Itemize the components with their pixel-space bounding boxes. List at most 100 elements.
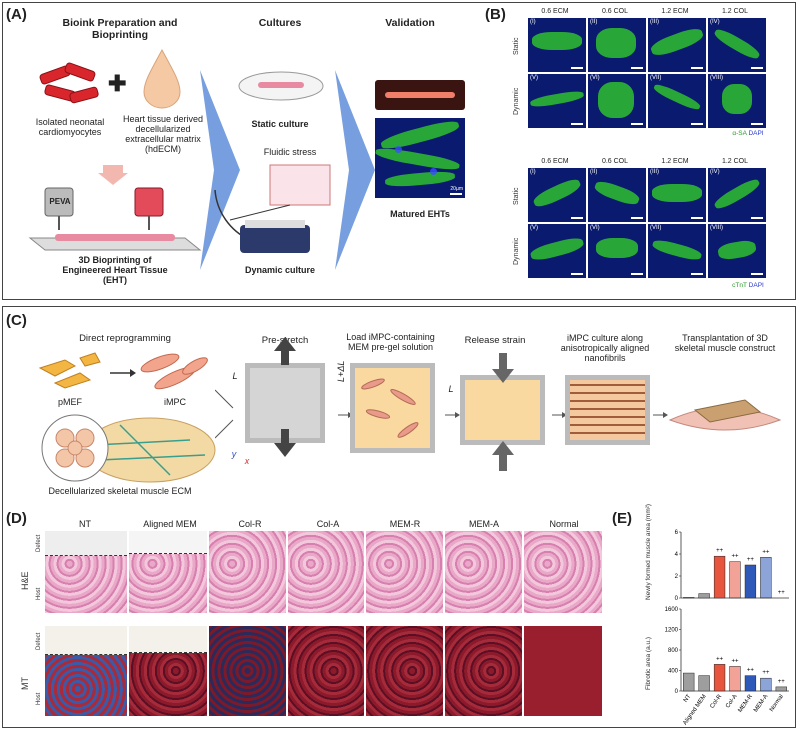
process-arrows bbox=[215, 389, 668, 439]
bar-mem-a bbox=[760, 557, 772, 599]
bioprint-caption: 3D Bioprinting of Engineered Heart Tissu… bbox=[62, 255, 168, 285]
he-img-memr bbox=[366, 531, 443, 613]
b1-img-4: (IV) bbox=[708, 18, 766, 72]
b2-col-4: 1.2 COL bbox=[721, 158, 749, 165]
d-col-2: Aligned MEM bbox=[143, 519, 197, 529]
blue-arrow-2 bbox=[335, 70, 375, 270]
pregel-frame bbox=[350, 363, 435, 453]
b2-row-dynamic: Dynamic bbox=[513, 237, 520, 265]
b2-img-1: (I) bbox=[528, 168, 586, 222]
bar-mem-a bbox=[760, 677, 772, 692]
scale-label: 20µm bbox=[450, 186, 463, 192]
peva-label: PEVA bbox=[49, 197, 71, 206]
b2-img-7: (VII) bbox=[648, 224, 706, 278]
significance-label: ++ bbox=[716, 548, 724, 554]
bar-nt bbox=[683, 597, 695, 599]
significance-label: ++ bbox=[762, 549, 770, 555]
x-tick-label: MEM-R bbox=[737, 693, 754, 714]
L-label-2: L bbox=[448, 384, 454, 394]
x-tick-label: NT bbox=[683, 693, 693, 703]
x-axis-label: x bbox=[244, 456, 250, 466]
bioprinter-illustration bbox=[28, 187, 202, 251]
y-tick-label: 4 bbox=[675, 552, 679, 558]
d-col-7: Normal bbox=[549, 519, 579, 529]
b2-img-2: (II) bbox=[588, 168, 646, 222]
b2-img-3: (III) bbox=[648, 168, 706, 222]
bar-mem-r bbox=[744, 564, 757, 599]
panel-a-label: (A) bbox=[6, 6, 27, 23]
d-host-2: Host bbox=[36, 692, 42, 705]
y-tick-label: 1200 bbox=[665, 628, 679, 634]
b1-img-5: (V) bbox=[528, 74, 586, 128]
b2-col-2: 0.6 COL bbox=[601, 158, 629, 165]
petri-dish-icon bbox=[238, 71, 324, 101]
panel-a-heading2: Cultures bbox=[258, 17, 302, 29]
ecm-caption: Heart tissue derived decellularized extr… bbox=[122, 114, 204, 154]
he-img-colr bbox=[209, 531, 286, 613]
mt-img-normal bbox=[524, 626, 602, 716]
y-tick-label: 0 bbox=[675, 596, 679, 602]
b2-img-4: (IV) bbox=[708, 168, 766, 222]
blue-arrow-1 bbox=[200, 70, 240, 270]
x-tick-label: MEM-A bbox=[753, 694, 769, 714]
panel-c-label: (C) bbox=[6, 312, 27, 329]
d-col-4: Col-A bbox=[316, 519, 340, 529]
b1-row-dynamic: Dynamic bbox=[513, 87, 520, 115]
x-tick-label: Col-R bbox=[709, 693, 723, 710]
b2-legend: cTnT DAPI bbox=[732, 282, 764, 289]
significance-label: ++ bbox=[747, 668, 755, 674]
he-img-mema bbox=[445, 531, 522, 613]
panel-d-label: (D) bbox=[6, 510, 27, 527]
mt-img-memr bbox=[366, 626, 443, 716]
d-row-mt: MT bbox=[20, 677, 30, 690]
panel-a-heading1: Bioink Preparation and Bioprinting bbox=[62, 17, 178, 41]
significance-label: ++ bbox=[731, 658, 739, 664]
y-tick-label: 1600 bbox=[665, 607, 679, 613]
significance-label: ++ bbox=[716, 656, 724, 662]
d-row-he: H&E bbox=[20, 571, 30, 590]
decellularized-label: Decellularized skeletal muscle ECM bbox=[48, 486, 192, 496]
plus-icon: ✚ bbox=[108, 71, 127, 96]
significance-label: ++ bbox=[731, 554, 739, 560]
b1-col-3: 1.2 ECM bbox=[661, 8, 689, 15]
x-tick-label: Col-A bbox=[725, 694, 739, 710]
eht-fluorescence-image: 20µm bbox=[375, 118, 465, 198]
bar-col-a bbox=[729, 666, 741, 692]
pmef-label: pMEF bbox=[57, 397, 82, 407]
d-defect-2: Defect bbox=[36, 632, 42, 650]
panel-ab-frame bbox=[2, 2, 796, 300]
muscle-construct-icon bbox=[668, 399, 782, 431]
mt-img-aligned bbox=[129, 626, 207, 716]
panel-e-label: (E) bbox=[612, 510, 632, 527]
ecm-droplet-icon bbox=[143, 48, 181, 109]
compress-arrows-icon bbox=[492, 353, 514, 471]
dynamic-culture-label: Dynamic culture bbox=[244, 265, 316, 275]
direct-reprogramming-label: Direct reprogramming bbox=[79, 333, 171, 344]
x-tick-label: Normal bbox=[769, 694, 785, 713]
bar-nt bbox=[683, 672, 695, 692]
bar-col-a bbox=[729, 561, 741, 599]
bar-col-r bbox=[713, 664, 726, 692]
b2-row-static: Static bbox=[513, 187, 520, 205]
bar-aligned-mem bbox=[698, 593, 710, 599]
b1-legend: α-SA DAPI bbox=[732, 130, 764, 137]
static-culture-label: Static culture bbox=[251, 119, 309, 129]
step4-label: iMPC culture along anisotropically align… bbox=[560, 333, 650, 363]
y-tick-label: 2 bbox=[675, 574, 679, 580]
y-tick-label: 400 bbox=[668, 669, 679, 675]
he-img-normal bbox=[524, 531, 602, 613]
aligned-culture-frame bbox=[565, 375, 650, 445]
significance-label: ++ bbox=[778, 590, 786, 596]
b2-col-1: 0.6 ECM bbox=[541, 158, 569, 165]
he-img-cola bbox=[288, 531, 364, 613]
significance-label: ++ bbox=[778, 679, 786, 685]
b1-col-4: 1.2 COL bbox=[721, 8, 749, 15]
y-tick-label: 800 bbox=[668, 648, 679, 654]
d-col-3: Col-R bbox=[238, 519, 262, 529]
down-arrow-icon bbox=[98, 165, 128, 185]
d-col-5: MEM-R bbox=[389, 519, 421, 529]
y-tick-label: 0 bbox=[675, 689, 679, 695]
fluidic-stress-label: Fluidic stress bbox=[263, 147, 317, 157]
mt-img-mema bbox=[445, 626, 522, 716]
